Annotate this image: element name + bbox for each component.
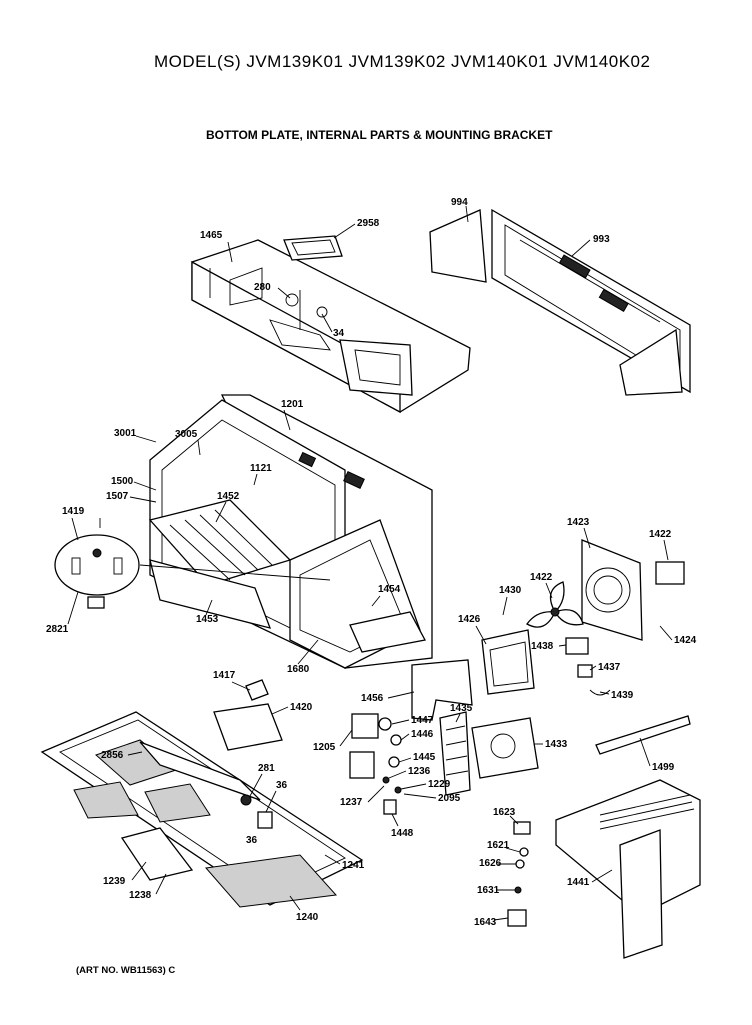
label-1623: 1623 [493, 807, 516, 818]
label-1201: 1201 [281, 399, 304, 410]
part-1417-clip [245, 679, 269, 701]
label-1499: 1499 [652, 762, 675, 773]
part-1446-switch [390, 734, 402, 746]
label-994: 994 [451, 197, 468, 208]
label-1423: 1423 [567, 517, 590, 528]
label-1453: 1453 [196, 614, 219, 625]
label-1236: 1236 [408, 766, 431, 777]
page-title: MODEL(S) JVM139K01 JVM139K02 JVM140K01 J… [154, 52, 651, 71]
label-1439: 1439 [611, 690, 634, 701]
label-2856: 2856 [101, 750, 124, 761]
label-1430: 1430 [499, 585, 522, 596]
part-1423-fan-housing [581, 539, 643, 641]
part-1438-thermistor [565, 637, 589, 655]
label-1229: 1229 [428, 779, 451, 790]
part-2958-pad [283, 235, 343, 261]
leader-lines [67, 205, 673, 921]
part-1205-latch-bracket [351, 713, 379, 739]
part-1236-screw [382, 776, 390, 784]
label-1420: 1420 [290, 702, 313, 713]
part-1420-lamp-housing [213, 703, 283, 751]
label-1445: 1445 [413, 752, 436, 763]
part-281-fastener [240, 794, 252, 806]
part-1626-component [515, 859, 525, 869]
label-1435: 1435 [450, 703, 473, 714]
part-1499-strip [595, 715, 691, 755]
label-1422-blade: 1422 [530, 572, 553, 583]
part-1445-switch [388, 756, 400, 768]
part-1239-cover [120, 827, 194, 881]
label-1121: 1121 [250, 463, 272, 474]
label-1205: 1205 [313, 742, 336, 753]
part-1437-switch [577, 664, 593, 678]
part-993-mounting-bracket [429, 208, 691, 396]
part-1422-motor [655, 561, 685, 585]
label-36-lower: 36 [246, 835, 258, 846]
part-1452-grille [148, 499, 292, 629]
part-1435-cover [439, 711, 471, 796]
label-1437: 1437 [598, 662, 621, 673]
label-1422-motor: 1422 [649, 529, 672, 540]
part-1422-fan-blade [526, 581, 584, 628]
label-993: 993 [593, 234, 610, 245]
label-1433: 1433 [545, 739, 568, 750]
label-1240: 1240 [296, 912, 319, 923]
part-1631-component [514, 886, 522, 894]
part-1465-duct-housing [191, 239, 471, 414]
label-1643: 1643 [474, 917, 497, 928]
label-1238: 1238 [129, 890, 152, 901]
part-36-bracket [257, 811, 273, 829]
label-1447: 1447 [411, 715, 434, 726]
label-281: 281 [258, 763, 275, 774]
label-36-upper: 36 [276, 780, 288, 791]
label-1626: 1626 [479, 858, 502, 869]
part-1240-filter [205, 854, 338, 908]
label-3005: 3005 [175, 429, 198, 440]
label-1419: 1419 [62, 506, 85, 517]
part-1448-switch [383, 799, 397, 815]
label-280: 280 [254, 282, 271, 293]
label-1239: 1239 [103, 876, 126, 887]
part-1441-shroud [555, 779, 701, 959]
art-number: (ART NO. WB11563) C [76, 965, 176, 976]
label-1417: 1417 [213, 670, 236, 681]
label-1237: 1237 [340, 797, 363, 808]
part-1447-switch [378, 717, 392, 731]
part-1426-magnetron [481, 629, 535, 695]
part-1433-transformer [471, 717, 539, 779]
label-1465: 1465 [200, 230, 223, 241]
part-1229-screw [394, 786, 402, 794]
label-1454: 1454 [378, 584, 401, 595]
label-1448: 1448 [391, 828, 414, 839]
label-1424: 1424 [674, 635, 697, 646]
label-1500: 1500 [111, 476, 134, 487]
label-1441: 1441 [567, 877, 590, 888]
label-1426: 1426 [458, 614, 481, 625]
label-1621: 1621 [487, 840, 510, 851]
part-1621-component [519, 847, 529, 857]
part-1643-component [507, 909, 527, 927]
page-subtitle: BOTTOM PLATE, INTERNAL PARTS & MOUNTING … [206, 128, 553, 142]
label-1452: 1452 [217, 491, 240, 502]
part-1623-component [513, 821, 531, 835]
label-2095: 2095 [438, 793, 461, 804]
label-1680: 1680 [287, 664, 310, 675]
part-1439-wire [589, 689, 611, 696]
part-1241-bottom-plate [40, 711, 364, 906]
label-3001: 3001 [114, 428, 137, 439]
part-1205-latch-bracket-lower [349, 751, 375, 779]
label-1631: 1631 [477, 885, 500, 896]
part-1419-turntable-motor [54, 518, 331, 609]
label-1241: 1241 [342, 860, 365, 871]
label-34: 34 [333, 328, 345, 339]
label-1456: 1456 [361, 693, 384, 704]
label-2821: 2821 [46, 624, 69, 635]
label-2958: 2958 [357, 218, 380, 229]
label-1446: 1446 [411, 729, 434, 740]
label-1507: 1507 [106, 491, 129, 502]
part-1456-duct [411, 659, 473, 721]
label-1438: 1438 [531, 641, 554, 652]
